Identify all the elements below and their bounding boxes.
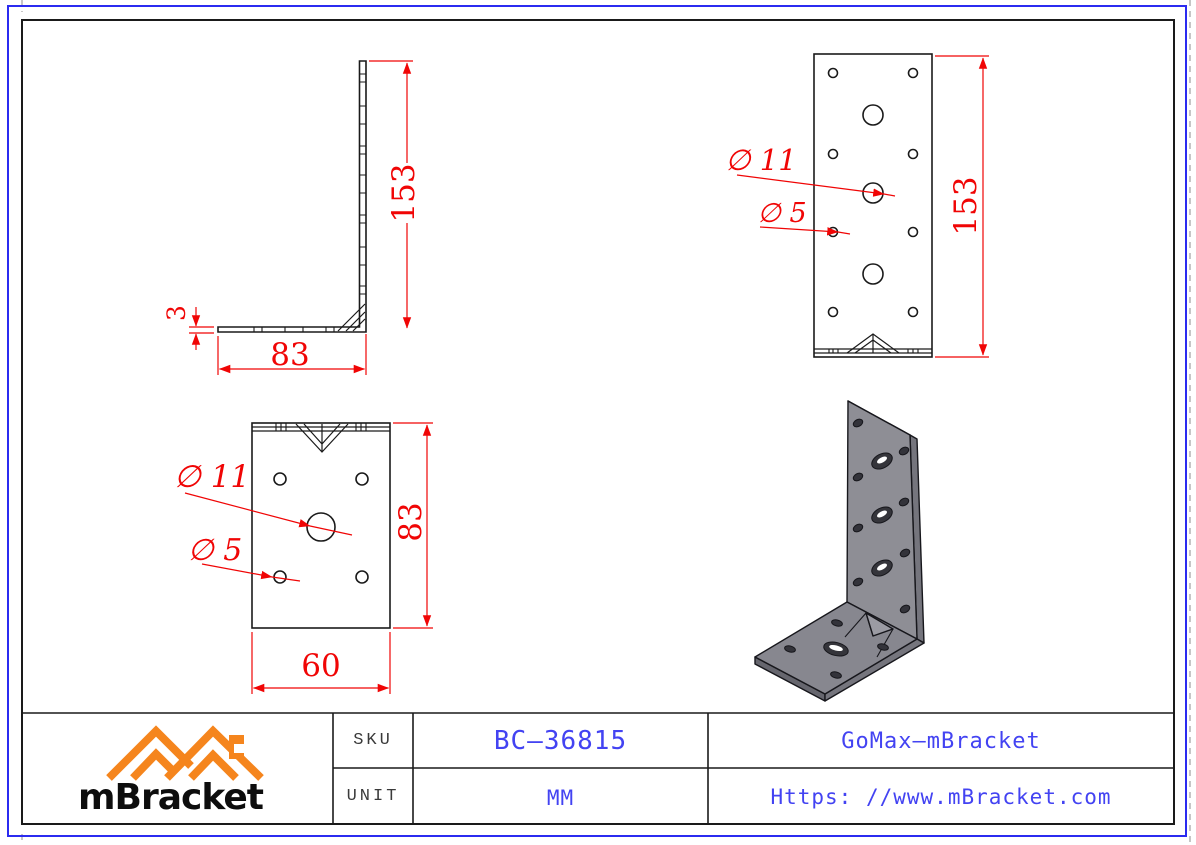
page-trim-marks xyxy=(21,0,1191,845)
website-url: Https: //www.mBracket.com xyxy=(770,785,1112,809)
title-block-grid xyxy=(22,712,1174,824)
sku-value: BC–36815 xyxy=(493,726,628,756)
product-name: GoMax–mBracket xyxy=(841,729,1041,754)
side-base-dim: 83 xyxy=(270,337,310,373)
outer-border xyxy=(7,5,1187,837)
top-dia-small-label: ∅ 5 xyxy=(187,533,243,568)
unit-value: MM xyxy=(546,786,575,810)
mbracket-logo-icon xyxy=(106,725,264,781)
brand-wordmark: mBracket xyxy=(78,777,264,818)
top-dia-large-label: ∅ 11 xyxy=(173,459,251,495)
top-view xyxy=(184,422,433,694)
front-dia-small-label: ∅ 5 xyxy=(757,198,807,229)
side-thickness-dim: 3 xyxy=(162,305,191,321)
iso-view xyxy=(754,400,925,702)
top-width-dim: 60 xyxy=(301,648,341,684)
inner-border xyxy=(21,19,1175,825)
front-height-dim: 153 xyxy=(948,176,984,236)
front-dia-large-label: ∅ 11 xyxy=(725,143,797,177)
unit-label: UNIT xyxy=(346,787,400,806)
front-view xyxy=(736,53,989,358)
sku-label: SKU xyxy=(353,731,393,750)
top-depth-dim: 83 xyxy=(393,502,429,542)
side-view xyxy=(189,60,413,375)
side-height-dim: 153 xyxy=(386,163,422,223)
